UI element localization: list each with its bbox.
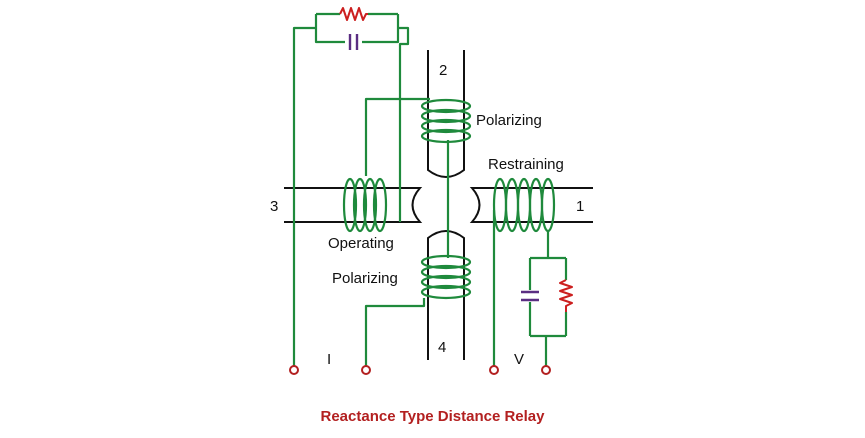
terminal-current-left	[289, 365, 299, 375]
terminal-voltage-right	[541, 365, 551, 375]
resistors	[339, 7, 573, 312]
core-right-limb	[469, 187, 593, 223]
pole-number-top: 2	[439, 62, 447, 79]
wire-rc-right	[362, 14, 400, 44]
polarizing-top-coil	[420, 98, 472, 144]
label-operating: Operating	[328, 235, 394, 252]
wire-top-coil	[364, 97, 430, 176]
operating-coil	[342, 177, 388, 233]
core-bottom-limb	[427, 230, 465, 360]
resistor-bottom	[559, 279, 573, 312]
core-left-limb	[284, 187, 423, 223]
restraining-coil	[492, 177, 556, 233]
magnetic-core	[284, 50, 593, 360]
capacitors	[348, 34, 539, 302]
terminal-label-voltage: V	[514, 351, 524, 368]
pole-number-bottom: 4	[438, 339, 446, 356]
wire-rc-left	[314, 14, 345, 44]
terminal-label-current: I	[327, 351, 331, 368]
label-polarizing-bottom: Polarizing	[332, 270, 398, 287]
polarizing-bottom-coil	[420, 254, 472, 300]
terminal-current-right	[361, 365, 371, 375]
wire-bottom-coil	[364, 298, 426, 366]
terminals	[289, 365, 551, 375]
wire-rc-out	[398, 26, 410, 222]
terminal-voltage-left	[489, 365, 499, 375]
pole-number-left: 3	[270, 198, 278, 215]
pole-number-right: 1	[576, 198, 584, 215]
core-top-limb	[427, 50, 465, 178]
label-restraining: Restraining	[488, 156, 564, 173]
label-polarizing-top: Polarizing	[476, 112, 542, 129]
resistor-top	[339, 7, 368, 21]
wiring	[292, 12, 568, 366]
diagram-caption: Reactance Type Distance Relay	[320, 408, 545, 425]
wire-left-terminal	[292, 26, 316, 366]
